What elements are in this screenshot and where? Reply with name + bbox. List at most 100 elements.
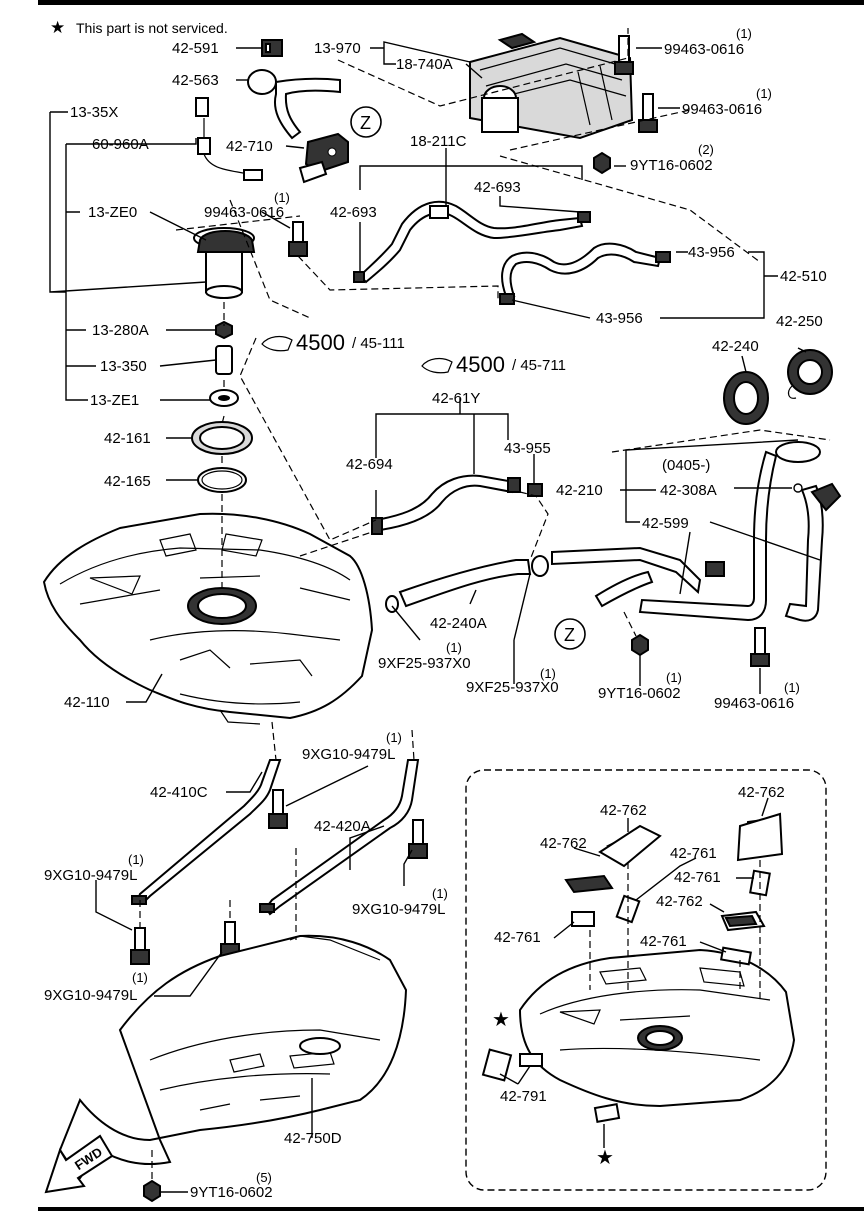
- label-9YT16-0602-c: 9YT16-0602: [190, 1184, 273, 1201]
- label-43-955: 43-955: [504, 440, 551, 457]
- label-42-761-b: 42-761: [674, 869, 721, 886]
- label-42-710: 42-710: [226, 138, 273, 155]
- label-42-761-a: 42-761: [670, 845, 717, 862]
- tank-straps-drawing: [131, 759, 420, 916]
- label-99463-0616-b: 99463-0616: [682, 101, 762, 118]
- label-42-410C: 42-410C: [150, 784, 208, 801]
- label-43-956-upper: 43-956: [688, 244, 735, 261]
- label-9XF25-937X0-a: 9XF25-937X0: [378, 655, 471, 672]
- dashed-relation-lines: [139, 28, 831, 1180]
- label-42-750D: 42-750D: [284, 1130, 342, 1147]
- qty-9YT16-c: (5): [256, 1170, 272, 1185]
- label-0405: (0405-): [662, 457, 710, 474]
- reference-4500-45-711: 4500 / 45-711: [421, 352, 566, 377]
- label-18-740A: 18-740A: [396, 56, 453, 73]
- label-42-420A: 42-420A: [314, 818, 371, 835]
- heat-insulator-42-750D-drawing: [57, 934, 408, 1182]
- qty-99463-d: (1): [784, 680, 800, 695]
- star-icon: ★: [596, 1147, 614, 1169]
- label-13-970: 13-970: [314, 40, 361, 57]
- label-42-240A: 42-240A: [430, 615, 487, 632]
- reference-sub: / 45-111: [352, 335, 405, 352]
- label-42-165: 42-165: [104, 473, 151, 490]
- bottom-border: [38, 1207, 864, 1211]
- label-42-693-right: 42-693: [474, 179, 521, 196]
- bolt-drawings: [130, 35, 770, 965]
- label-42-761-d: 42-761: [640, 933, 687, 950]
- label-42-762-left: 42-762: [540, 835, 587, 852]
- bracket-42-710-drawing: [298, 132, 349, 184]
- label-13-280A: 13-280A: [92, 322, 149, 339]
- fuel-pump-small-parts-drawing: [209, 320, 239, 407]
- pointing-hand-icon: [421, 357, 453, 374]
- label-42-762-mid: 42-762: [656, 893, 703, 910]
- top-border: [38, 0, 864, 5]
- filler-pipe-42-210-drawing: [551, 441, 842, 622]
- label-9XG10-9479L-a: 9XG10-9479L: [302, 746, 395, 763]
- label-9YT16-0602-b: 9YT16-0602: [598, 685, 681, 702]
- label-42-563: 42-563: [172, 72, 219, 89]
- callout-z-lower-text: Z: [564, 625, 575, 645]
- label-42-250: 42-250: [776, 313, 823, 330]
- label-13-ZE0: 13-ZE0: [88, 204, 137, 221]
- label-9XG10-9479L-c: 9XG10-9479L: [352, 901, 445, 918]
- label-42-210: 42-210: [556, 482, 603, 499]
- reference-sub: / 45-711: [512, 357, 566, 374]
- label-13-350: 13-350: [100, 358, 147, 375]
- nut-drawings: [143, 151, 649, 1203]
- qty-9XG10-d: (1): [132, 970, 148, 985]
- callout-z-upper: Z: [350, 106, 382, 138]
- label-42-591: 42-591: [172, 40, 219, 57]
- qty-99463-b: (1): [756, 86, 772, 101]
- reference-number: 4500: [456, 352, 505, 377]
- inset-leader-lines: [499, 797, 769, 1148]
- label-99463-0616-c: 99463-0616: [204, 204, 284, 221]
- label-42-240: 42-240: [712, 338, 759, 355]
- label-42-599: 42-599: [642, 515, 689, 532]
- filler-cap-drawing: [723, 349, 833, 425]
- pointing-hand-icon: [261, 335, 293, 352]
- legend-note-text: This part is not serviced.: [76, 20, 228, 36]
- star-icon: ★: [492, 1009, 510, 1031]
- label-9XG10-9479L-d: 9XG10-9479L: [44, 987, 137, 1004]
- vapor-hose-42-510-drawing: [499, 242, 671, 305]
- label-13-ZE1: 13-ZE1: [90, 392, 139, 409]
- qty-99463-c: (1): [274, 190, 290, 205]
- label-60-960A: 60-960A: [92, 136, 149, 153]
- evap-hose-18-211C-drawing: [353, 200, 591, 284]
- label-9YT16-0602-a: 9YT16-0602: [630, 157, 713, 174]
- qty-9YT16-b: (1): [666, 670, 682, 685]
- callout-z-lower: Z: [554, 618, 586, 650]
- lock-ring-and-gasket-drawing: [191, 421, 253, 493]
- leader-lines: [49, 41, 821, 1193]
- label-42-693-left: 42-693: [330, 204, 377, 221]
- fuel-tank-42-110-drawing: [42, 512, 374, 725]
- vent-pipe-42-563-drawing: [247, 69, 341, 140]
- qty-9XG10-c: (1): [432, 886, 448, 901]
- legend-note: ★ This part is not serviced.: [50, 18, 228, 37]
- qty-99463-a: (1): [736, 26, 752, 41]
- label-42-791: 42-791: [500, 1088, 547, 1105]
- label-18-211C: 18-211C: [410, 133, 467, 150]
- label-42-761-c: 42-761: [494, 929, 541, 946]
- qty-9XG10-a: (1): [386, 730, 402, 745]
- label-42-308A: 42-308A: [660, 482, 717, 499]
- label-42-762-top: 42-762: [600, 802, 647, 819]
- qty-9YT16-a: (2): [698, 142, 714, 157]
- label-99463-0616-a: 99463-0616: [664, 41, 744, 58]
- label-99463-0616-d: 99463-0616: [714, 695, 794, 712]
- inset-heat-insulator-panel: [465, 769, 827, 1191]
- label-42-110: 42-110: [64, 694, 110, 711]
- qty-9XF25-b: (1): [540, 666, 556, 681]
- label-13-35X: 13-35X: [70, 104, 118, 121]
- qty-9XG10-b: (1): [128, 852, 144, 867]
- qty-9XF25-a: (1): [446, 640, 462, 655]
- label-9XF25-937X0-b: 9XF25-937X0: [466, 679, 559, 696]
- reference-number: 4500: [296, 330, 345, 355]
- canister-drawing: [469, 32, 634, 140]
- fuel-hose-42-61Y-drawing: [371, 474, 543, 535]
- reference-4500-45-111: 4500 / 45-111: [261, 330, 405, 355]
- label-43-956-lower: 43-956: [596, 310, 643, 327]
- callout-z-upper-text: Z: [360, 113, 371, 133]
